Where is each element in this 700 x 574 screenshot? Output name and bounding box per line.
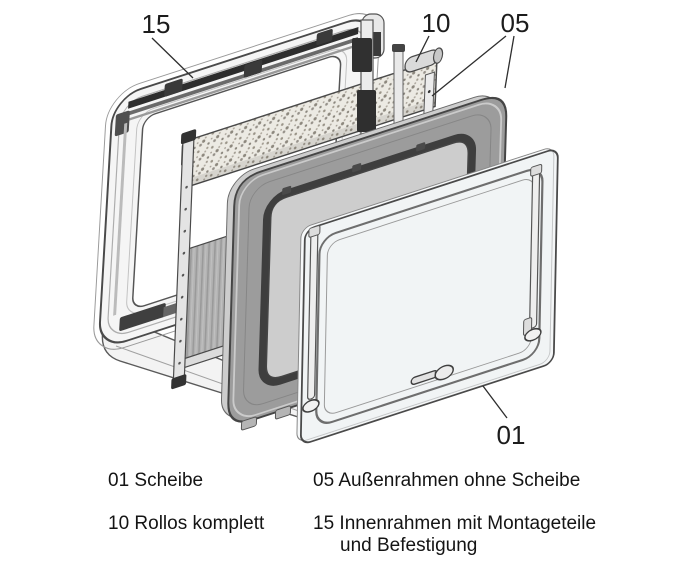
latch-knob <box>434 364 454 381</box>
legend-num: 10 <box>108 513 130 534</box>
left-rail-screw-holes <box>178 185 188 365</box>
leader-01 <box>482 385 508 419</box>
inner-frame-top-track <box>128 27 359 109</box>
leader-10 <box>415 35 430 63</box>
legend-item-01: 01 Scheibe <box>108 470 313 492</box>
mounting-clamp <box>164 78 183 97</box>
inner-frame-left-groove <box>113 122 128 316</box>
legend-item-15: 15 Innenrahmen mit Montageteile und Befe… <box>313 513 613 557</box>
legend-label: Außenrahmen ohne Scheibe <box>338 470 581 491</box>
legend-num: 01 <box>108 470 130 491</box>
callouts: 15 10 05 01 <box>142 8 530 450</box>
frame-tab <box>240 416 258 431</box>
guide-rail-cap <box>392 44 405 52</box>
leader-15 <box>151 37 194 79</box>
parts-legend: 01 Scheibe 05 Außenrahmen ohne Scheibe 1… <box>108 470 613 557</box>
legend-item-10: 10 Rollos komplett <box>108 513 313 557</box>
frame-tab <box>274 405 292 420</box>
strut-cap-right <box>530 163 543 177</box>
legend-label: Innenrahmen mit Montageteile und Befesti… <box>339 513 597 556</box>
seal-clip <box>416 142 426 152</box>
glass-printed-border <box>315 168 544 424</box>
rail-cap-bottom <box>171 374 187 390</box>
leader-05-b <box>504 35 515 89</box>
legend-label: Scheibe <box>134 470 204 491</box>
roller-tube-cap <box>432 47 444 64</box>
strut-cap-left <box>308 225 321 238</box>
legend-label: Rollos komplett <box>134 513 265 534</box>
mounting-clamp <box>243 59 263 78</box>
inner-frame-top-track-2 <box>127 37 358 116</box>
seal-clip <box>282 185 292 195</box>
strut-knob-left <box>302 399 320 413</box>
rail-cap-top <box>180 129 197 145</box>
strut-knob-right <box>524 327 542 342</box>
legend-num: 15 <box>313 513 335 534</box>
bottom-fitting <box>119 303 166 331</box>
legend-num: 05 <box>313 470 335 491</box>
part-label-10: 10 <box>422 8 451 38</box>
seal-clip <box>352 163 362 173</box>
leader-05-a <box>431 35 507 97</box>
legend-item-05: 05 Außenrahmen ohne Scheibe <box>313 470 613 492</box>
mounting-clamp <box>316 29 333 46</box>
part-label-15: 15 <box>142 9 171 39</box>
right-rail-fitting <box>357 90 376 132</box>
inner-frame-top-track-3 <box>127 44 358 122</box>
glass-pane-01 <box>296 148 559 444</box>
part-label-05: 05 <box>501 8 530 38</box>
right-rail-fitting <box>352 38 372 72</box>
part-label-01: 01 <box>497 420 526 450</box>
